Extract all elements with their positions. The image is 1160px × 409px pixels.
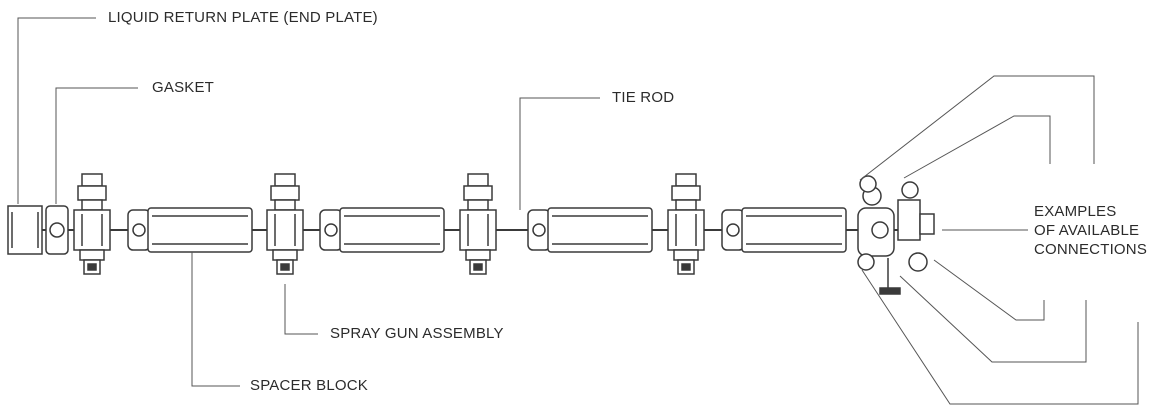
label-examples-line-3: CONNECTIONS: [1034, 241, 1148, 258]
leader-lines: [17, 17, 1139, 405]
liquid-return-plate: [7, 205, 43, 255]
spacer-block: [527, 207, 653, 253]
label-examples-line-1: EXAMPLES: [1034, 203, 1117, 220]
available-connections-cluster: [857, 175, 935, 295]
label-spacer-block: SPACER BLOCK: [250, 377, 368, 394]
spacer-block: [319, 207, 445, 253]
spacer-block: [721, 207, 847, 253]
spacer-block: [127, 207, 253, 253]
spray-gun-assembly: [266, 173, 304, 275]
spray-gun-assembly: [73, 173, 111, 275]
label-gasket: GASKET: [152, 79, 215, 96]
label-liquid-return-plate: LIQUID RETURN PLATE (END PLATE): [108, 9, 378, 26]
gasket: [45, 205, 69, 255]
label-spray-gun-assembly: SPRAY GUN ASSEMBLY: [330, 325, 504, 342]
spray-gun-assembly: [459, 173, 497, 275]
label-examples-connections: EXAMPLES OF AVAILABLE CONNECTIONS: [1034, 202, 1147, 259]
spray-gun-assembly: [667, 173, 705, 275]
label-tie-rod: TIE ROD: [612, 89, 675, 106]
label-examples-line-2: OF AVAILABLE: [1034, 222, 1140, 239]
